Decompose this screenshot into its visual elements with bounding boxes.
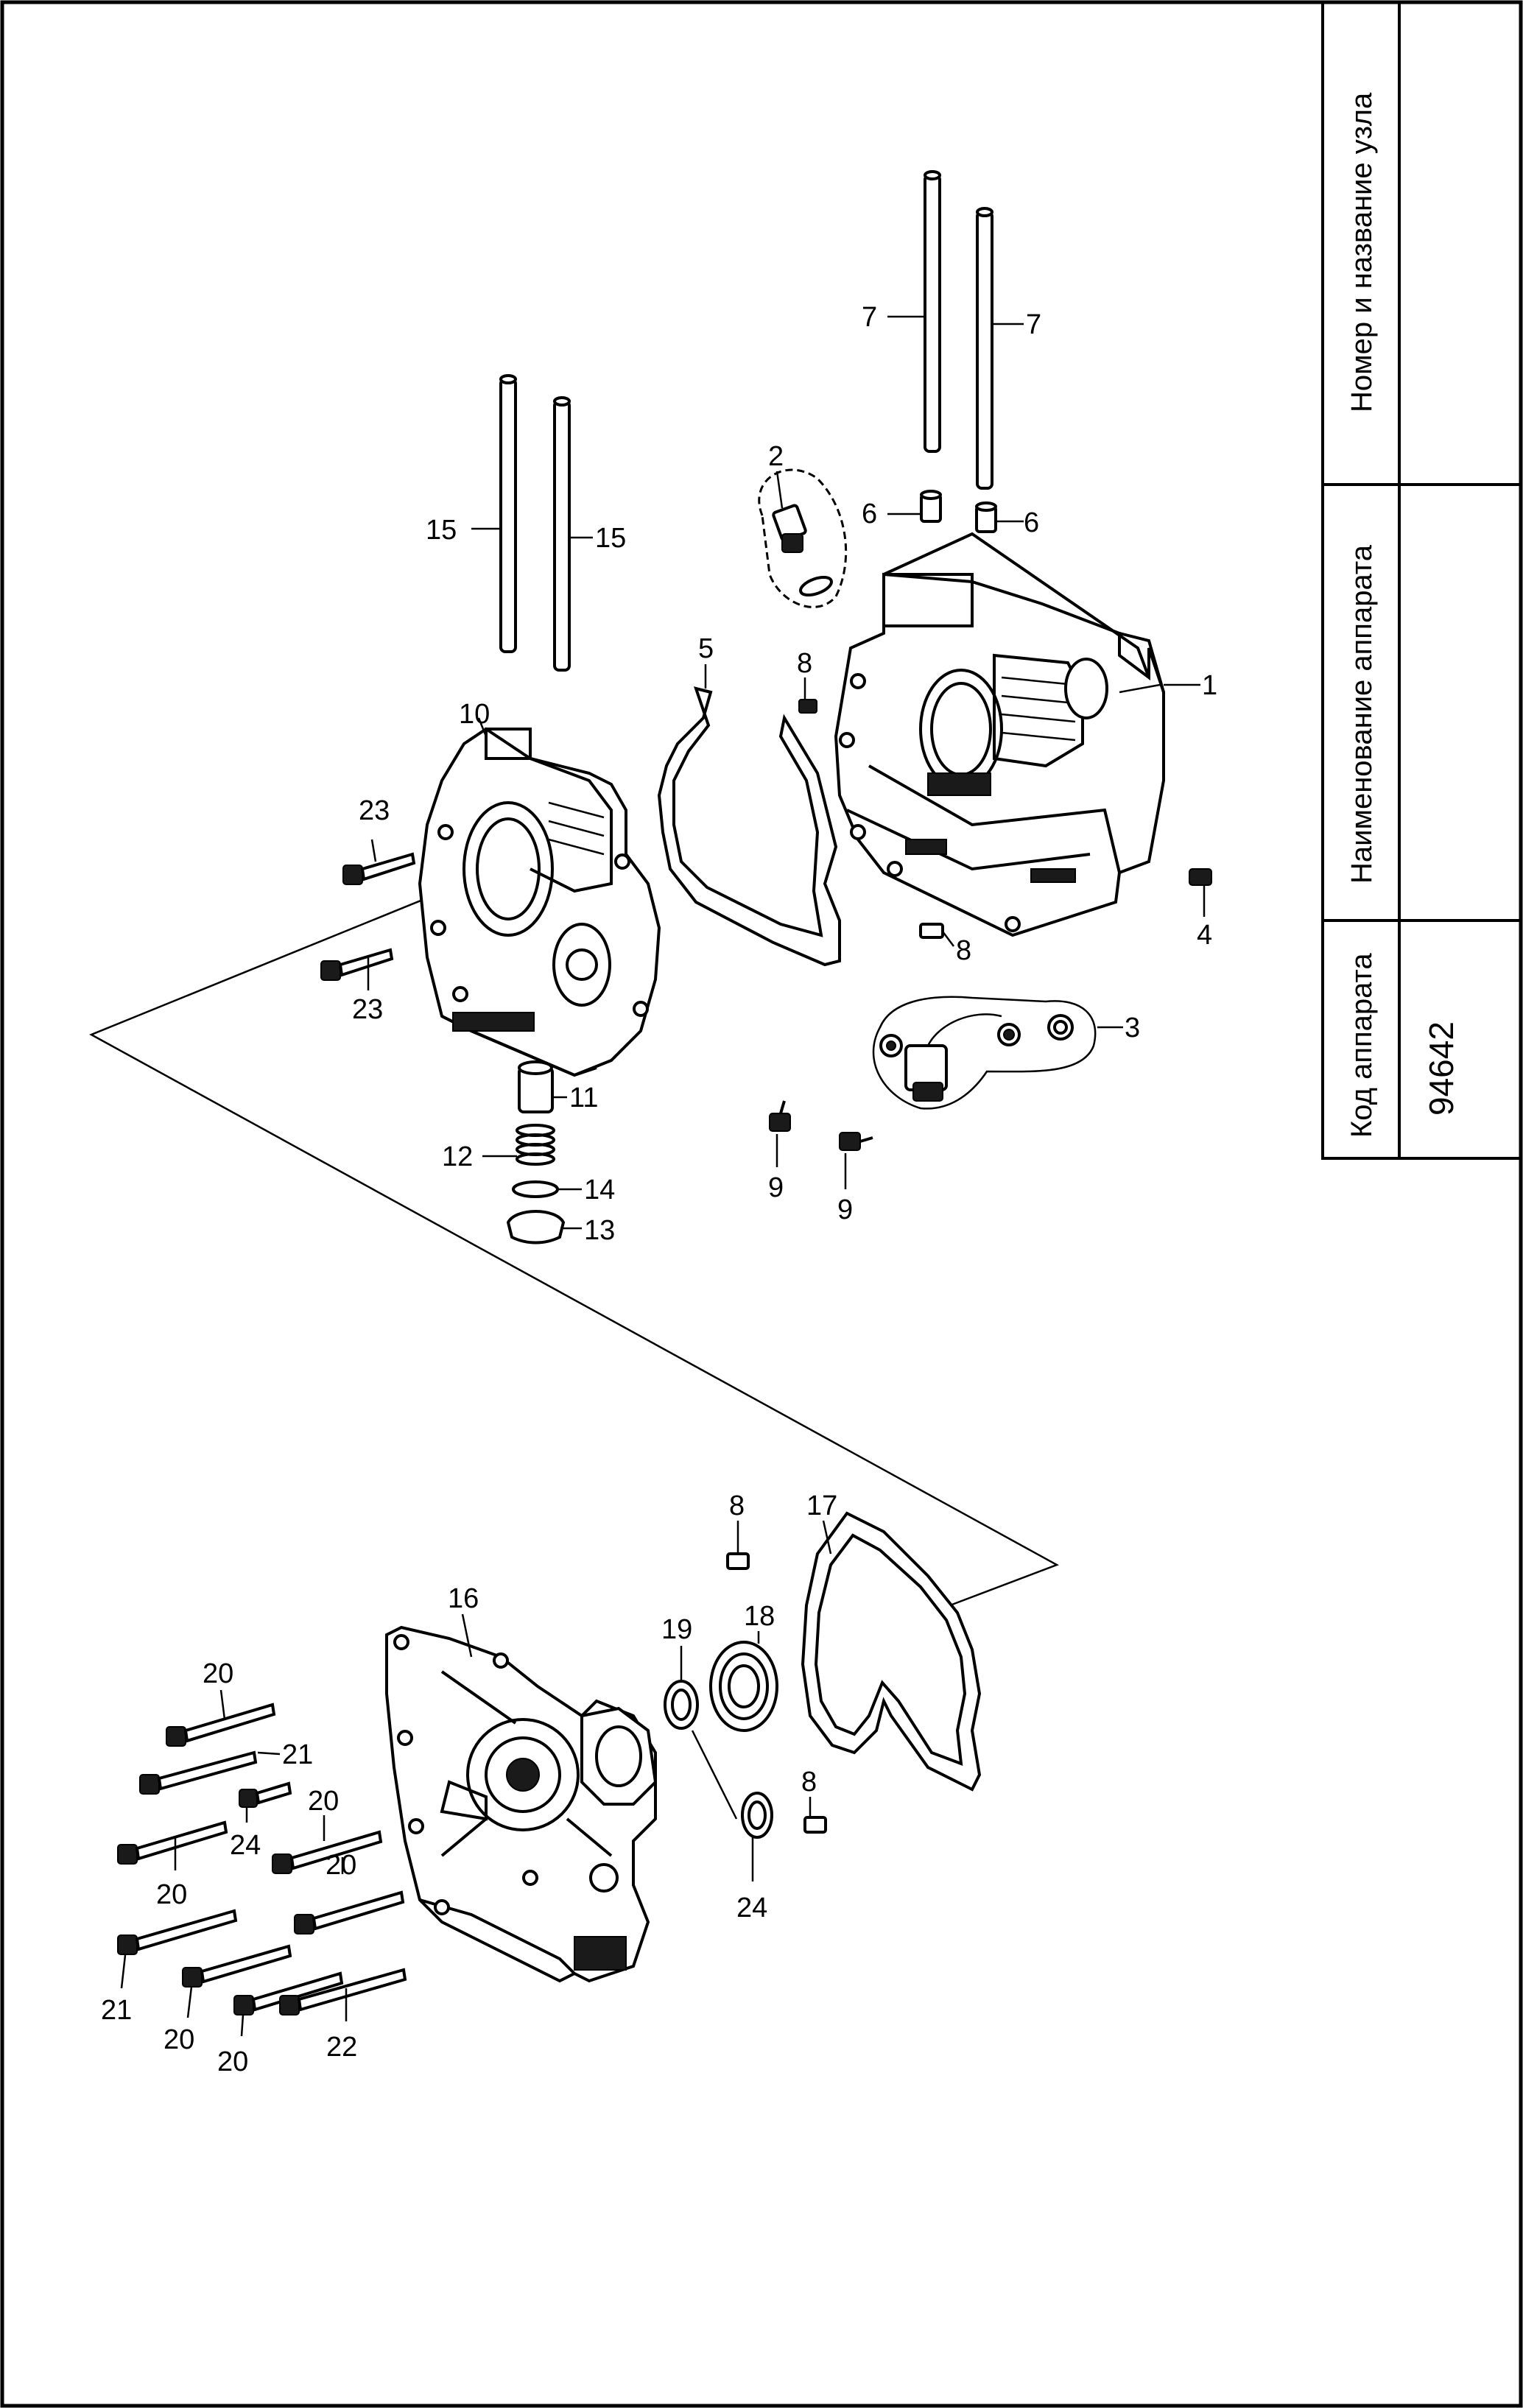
callout-10: 10 (459, 699, 490, 730)
callout-3: 3 (1125, 1013, 1140, 1043)
oil-seal-19 (664, 1646, 738, 1820)
callout-2: 2 (768, 441, 784, 472)
gasket-5 (657, 664, 841, 967)
callout-17: 17 (806, 1490, 837, 1521)
long-stud-7 (887, 170, 1024, 490)
callout-12: 12 (442, 1141, 473, 1172)
callout-8-lower-top: 8 (729, 1490, 745, 1521)
pin-8-right (919, 923, 954, 947)
pin-8-upper (798, 677, 817, 714)
callout-labels: 1 2 3 4 5 6 6 7 7 8 8 8 8 9 9 10 11 12 1… (101, 302, 1217, 2077)
callout-23-top: 23 (359, 795, 390, 826)
callout-6-left: 6 (862, 499, 877, 529)
assembly-header: Номер и название узла (1346, 92, 1378, 412)
callout-14: 14 (584, 1175, 615, 1205)
callout-20-b: 20 (308, 1786, 339, 1817)
callout-22: 22 (326, 2032, 357, 2063)
callout-24-left: 24 (230, 1830, 261, 1861)
o-ring-14 (512, 1180, 582, 1198)
bolt-23 (320, 839, 416, 990)
callout-13: 13 (584, 1215, 615, 1246)
callout-19: 19 (661, 1614, 692, 1645)
long-bolts-20-21-22 (117, 1689, 407, 2037)
pin-8-lower (726, 1521, 827, 1834)
device-code-value: 94642 (1422, 1021, 1460, 1116)
main-cover-16 (385, 1613, 658, 1983)
callout-9-right: 9 (837, 1194, 853, 1225)
spring-12 (482, 1124, 555, 1166)
callout-20-f: 20 (217, 2046, 248, 2077)
bearing-18 (709, 1631, 778, 1732)
callout-18: 18 (744, 1601, 775, 1632)
dowel-pin-6 (887, 490, 1024, 533)
title-block: Номер и название узла Наименование аппар… (1321, 1, 1522, 1160)
callout-1: 1 (1202, 670, 1217, 701)
device-code-header: Код аппарата (1346, 953, 1378, 1138)
breather-valve-2 (758, 468, 848, 608)
oil-sensor-3 (872, 996, 1123, 1110)
callout-8-lower-bottom: 8 (801, 1767, 817, 1798)
callout-20-c: 20 (156, 1879, 187, 1910)
callout-15-left: 15 (426, 515, 457, 546)
callout-23-bottom: 23 (352, 994, 383, 1025)
callout-6-right: 6 (1024, 507, 1039, 538)
callout-8-upper: 8 (797, 648, 812, 679)
cover-10 (418, 717, 661, 1077)
plug-4 (1189, 868, 1212, 917)
callout-15-right: 15 (595, 523, 626, 554)
callout-7-left: 7 (862, 302, 877, 333)
bolt-9 (769, 1100, 873, 1189)
callout-21-b: 21 (101, 1995, 132, 2026)
filter-cap-13 (506, 1210, 582, 1245)
long-stud-15 (471, 374, 593, 672)
callout-24-right: 24 (736, 1893, 767, 1923)
assembly-guide-lines (89, 879, 1059, 1607)
filter-plug-11 (518, 1060, 567, 1113)
seal-24-lower (741, 1792, 773, 1881)
callout-9-left: 9 (768, 1172, 784, 1203)
gasket-17 (801, 1511, 982, 1792)
callout-20-d: 20 (326, 1850, 356, 1881)
callout-20-a: 20 (203, 1658, 233, 1689)
callout-4: 4 (1197, 920, 1212, 951)
callout-7-right: 7 (1026, 309, 1041, 340)
crankcase-1 (834, 532, 1200, 937)
device-name-header: Наименование аппарата (1346, 544, 1378, 884)
callout-8-right: 8 (956, 935, 971, 966)
callout-21-a: 21 (282, 1739, 313, 1770)
callout-11: 11 (569, 1082, 598, 1113)
callout-5: 5 (698, 633, 714, 664)
callout-16: 16 (448, 1583, 479, 1614)
callout-20-e: 20 (163, 2024, 194, 2055)
